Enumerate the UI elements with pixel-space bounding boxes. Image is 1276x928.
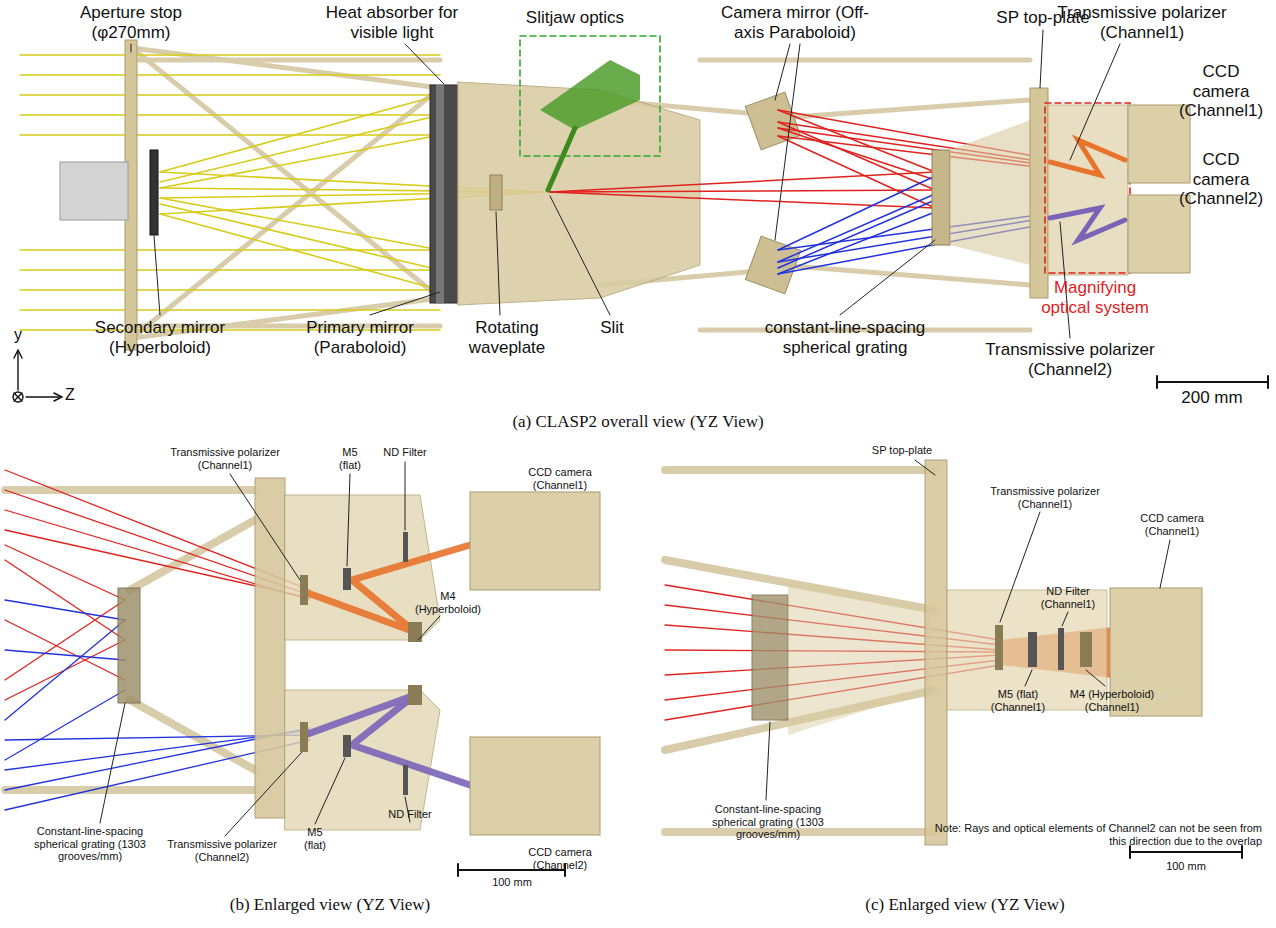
part-label: CCD camera (Channel2): [1172, 150, 1270, 209]
part-label: Constant-line-spacing spherical grating …: [701, 803, 836, 841]
part-label: Transmissive polarizer (Channel2): [980, 340, 1160, 379]
part-label: CCD camera (Channel2): [523, 846, 598, 871]
part-label: CCD camera (Channel1): [1135, 512, 1210, 537]
part-label: Constant-line-spacing spherical grating …: [23, 825, 158, 863]
part-label: 200 mm: [1172, 388, 1252, 408]
figure-caption: (c) Enlarged view (YZ View): [815, 895, 1115, 915]
part-label: constant-line-spacing spherical grating: [745, 318, 945, 357]
part-label: Rotating waveplate: [460, 318, 555, 357]
part-label: M4 (Hyperboloid): [411, 590, 486, 615]
part-label: SP top-plate: [862, 444, 942, 457]
part-label: Note: Rays and optical elements of Chann…: [922, 822, 1262, 847]
part-label: y: [8, 326, 28, 344]
part-label: Camera mirror (Off-axis Paraboloid): [709, 3, 881, 42]
figure-caption: (a) CLASP2 overall view (YZ View): [438, 412, 838, 432]
part-label: M4 (Hyperboloid) (Channel1): [1070, 688, 1155, 713]
part-label: Secondary mirror (Hyperboloid): [80, 318, 240, 357]
part-label: Transmissive polarizer (Channel1): [980, 485, 1110, 510]
part-label: 100 mm: [1156, 860, 1216, 873]
part-label: 100 mm: [482, 876, 542, 889]
part-label: Aperture stop (φ270mm): [72, 3, 190, 42]
part-label: M5 (flat) (Channel1): [991, 688, 1046, 713]
part-label: M5 (flat): [295, 826, 335, 851]
part-label: Slitjaw optics: [510, 8, 640, 28]
part-label: Magnifying optical system: [1030, 278, 1160, 317]
part-label: Heat absorber for visible light: [325, 3, 460, 42]
part-label: Transmissive polarizer (Channel1): [1055, 3, 1230, 42]
part-label: ND Filter: [375, 446, 435, 459]
part-label: Z: [60, 386, 80, 404]
part-label: Transmissive polarizer (Channel2): [157, 838, 287, 863]
part-label: M5 (flat): [330, 446, 370, 471]
part-label: CCD camera (Channel1): [1172, 62, 1270, 121]
part-label: CCD camera (Channel1): [523, 466, 598, 491]
part-label: Slit: [592, 318, 632, 338]
part-label: ND Filter: [380, 808, 440, 821]
part-label: Primary mirror (Paraboloid): [295, 318, 425, 357]
part-label: Transmissive polarizer (Channel1): [160, 446, 290, 471]
part-label: ND Filter (Channel1): [1038, 585, 1098, 610]
figure-caption: (b) Enlarged view (YZ View): [180, 895, 480, 915]
